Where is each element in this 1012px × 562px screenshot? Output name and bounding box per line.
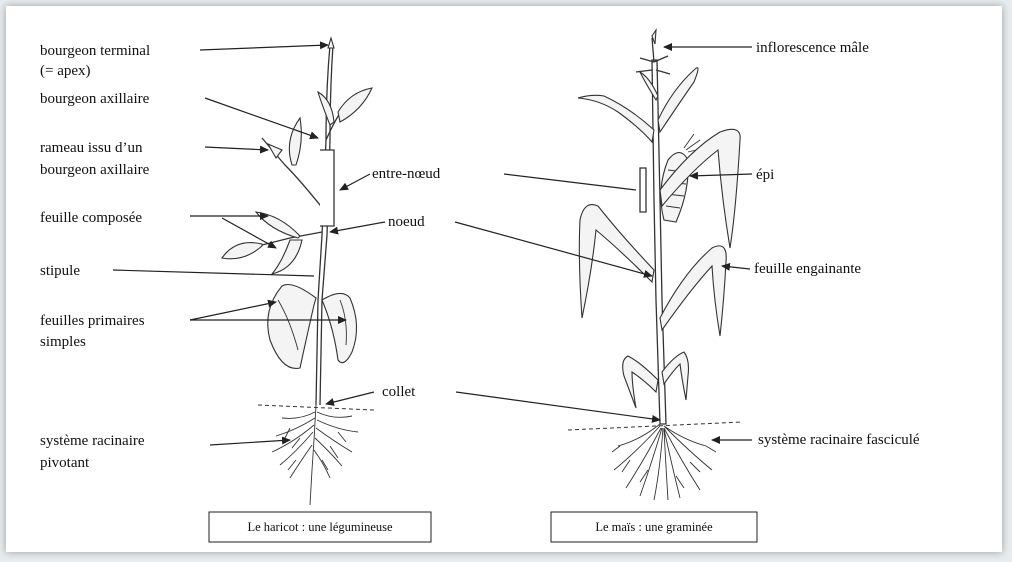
label-taproot-line1: système racinaire: [40, 433, 145, 449]
maize-caption-box: Le maïs : une graminée: [551, 512, 757, 542]
bean-primary-leaf-left: [268, 285, 316, 369]
label-branch-line2: bourgeon axillaire: [40, 162, 150, 178]
bean-primary-leaf-right: [322, 293, 357, 362]
label-branch-line1: rameau issu d’un: [40, 140, 143, 156]
label-primary-leaves-line2: simples: [40, 334, 86, 350]
maize-leaf-left-long: [579, 205, 654, 318]
bean-labels: bourgeon terminal (= apex) bourgeon axil…: [40, 43, 150, 471]
maize-leaf-upper-left: [578, 95, 654, 142]
maize-ground-line: [568, 422, 742, 430]
bean-internode-sheath: [320, 150, 334, 226]
label-node: noeud: [388, 214, 425, 230]
maize-labels: inflorescence mâle épi feuille engainant…: [754, 40, 920, 448]
label-stipule: stipule: [40, 263, 80, 279]
plant-diagram: bourgeon terminal (= apex) bourgeon axil…: [6, 6, 1002, 552]
maize-sheathing-leaf: [660, 246, 726, 336]
bean-upper-leaf: [338, 88, 372, 122]
maize-plant-drawing: [568, 30, 742, 500]
bean-plant-drawing: [222, 38, 374, 505]
label-internode: entre-nœud: [372, 166, 441, 182]
label-sheathing-leaf: feuille engainante: [754, 261, 861, 277]
maize-internode-sheath: [640, 168, 646, 212]
label-terminal-bud-apex: (= apex): [40, 63, 91, 79]
label-compound-leaf: feuille composée: [40, 210, 142, 226]
label-fibrous-roots: système racinaire fasciculé: [758, 432, 920, 448]
center-labels: entre-nœud noeud collet: [372, 166, 441, 400]
label-taproot-line2: pivotant: [40, 455, 90, 471]
maize-caption: Le maïs : une graminée: [595, 520, 713, 534]
diagram-card: bourgeon terminal (= apex) bourgeon axil…: [6, 6, 1002, 552]
maize-leaf-right-upper: [660, 129, 740, 248]
label-collar: collet: [382, 384, 416, 400]
label-ear: épi: [756, 167, 774, 183]
label-axillary-bud: bourgeon axillaire: [40, 91, 150, 107]
maize-fibrous-roots: [612, 424, 716, 500]
bean-caption-box: Le haricot : une légumineuse: [209, 512, 431, 542]
label-terminal-bud: bourgeon terminal: [40, 43, 150, 59]
bean-taproot: [272, 405, 358, 505]
label-primary-leaves-line1: feuilles primaires: [40, 313, 145, 329]
bean-terminal-bud: [328, 38, 334, 48]
label-male-inflorescence: inflorescence mâle: [756, 40, 869, 56]
bean-caption: Le haricot : une légumineuse: [247, 520, 393, 534]
